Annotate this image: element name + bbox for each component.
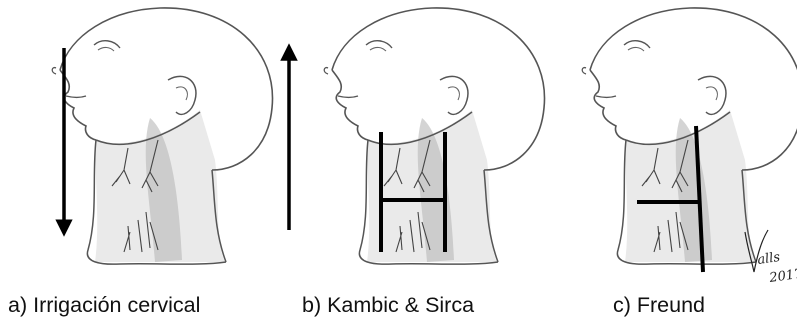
caption-c: c) Freund: [613, 293, 705, 317]
panel-c-illustration: [582, 8, 797, 264]
panel-b-illustration: [324, 8, 544, 264]
caption-a: a) Irrigación cervical: [8, 293, 200, 317]
caption-b: b) Kambic & Sirca: [302, 293, 474, 317]
panel-a-illustration: [52, 8, 272, 264]
svg-text:alls: alls: [756, 250, 781, 268]
svg-text:2017: 2017: [767, 266, 797, 286]
